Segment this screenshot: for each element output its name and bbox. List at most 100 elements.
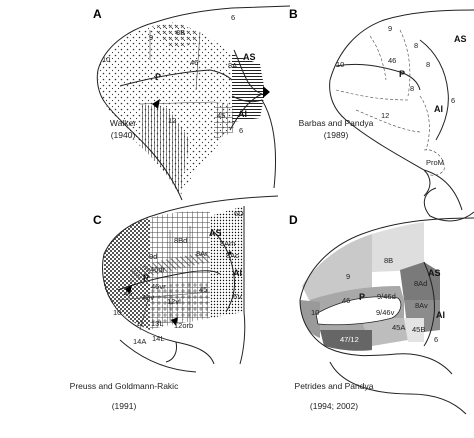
panel-d-arcuate-sulcus [423,261,435,347]
panel-b-area-prom: ProM [426,158,444,167]
panel-a-area-12: 12 [168,116,176,125]
panel-a-label-ai: AI [238,109,247,119]
panel-b-brain-outline [329,9,474,211]
panel-d-area-4712: 47/12 [340,335,359,344]
panel-c-area-46: 46 [124,289,132,298]
panel-c-area-8am: 8Am [220,239,235,248]
panel-b-label-p: P [399,69,405,79]
panel-b-boundary-3 [419,95,430,151]
panel-a-label-p: P [155,72,161,82]
panel-d-caption-line2: (1994; 2002) [310,401,358,411]
panel-d-area-9: 9 [346,272,350,281]
panel-c-area-46vr: 46vr [151,282,166,291]
panel-c-boundary [117,226,211,331]
panel-c-label-ai: AI [233,268,242,278]
panel-b-area-8-a: 8 [414,41,418,50]
panel-c-lower-outline [119,339,197,373]
panel-a: A 8B 9 10 46 8A 45 12 6 6 AS P AI Walker [93,5,291,201]
panel-a-brain-outline [96,5,291,201]
panel-d-brain-outline [299,217,474,375]
panel-a-boundary [139,30,215,105]
panel-b-area-6: 6 [451,96,455,105]
panel-b-label-ai: AI [434,104,443,114]
panel-c-caption-line1: Preuss and Goldmann-Rakic [70,381,179,391]
panel-d-area-45b: 45B [412,325,425,334]
panel-b-caption-line2: (1989) [324,130,349,140]
panel-b-area-12: 12 [381,111,389,120]
panel-b: B 9 10 46 8 8 8 6 12 ProM AS P AI Barbas… [289,7,474,222]
panel-b-area-46: 46 [388,56,396,65]
panel-d-label-as: AS [428,268,441,278]
panel-a-caption-line1: Walker [110,118,136,128]
panel-c-label-as: AS [209,228,222,238]
panel-d: D 8B 9 8Ad 46 9/46d 9/46v 8Av 10 45A 45B… [289,213,474,415]
panel-d-area-8av: 8Av [415,301,428,310]
panel-c-marker-2 [171,317,178,326]
panel-c-area-10: 10 [113,308,121,317]
panel-b-prom-region [423,149,445,176]
panel-a-caption-line2: (1940) [111,130,136,140]
panel-c-area-8ar: 8Ar [196,249,208,258]
panel-a-area-8b-fill [152,22,200,48]
panel-b-area-8-c: 8 [410,84,414,93]
panel-a-area-8a: 8A [228,61,237,70]
panel-c-area-14l: 14L [152,334,165,343]
panel-c-marker-1 [125,285,132,294]
panel-b-principal-sulcus [335,63,421,91]
panel-a-area-6-bottom: 6 [239,126,243,135]
panel-a-label-as: AS [243,52,256,62]
panel-a-area-46: 46 [190,58,198,67]
panel-d-label-ai: AI [436,310,445,320]
panel-b-area-9: 9 [388,24,392,33]
panel-d-area-946v: 9/46v [376,308,395,317]
panel-c-caption-line2: (1991) [112,401,137,411]
panel-a-area-45: 45 [217,111,225,120]
panel-b-boundary-5 [355,109,421,133]
panel-c-area-8bd: 8Bd [174,236,187,245]
panel-a-area-8b: 8B [176,28,185,37]
panel-c-area-14a: 14A [133,337,146,346]
panel-c-area-46v: 46v [142,293,154,302]
panel-c-brain-outline [102,195,279,365]
panel-c-area-46dr: 46dr [150,265,166,274]
panel-c-area-12vl: 12vl [167,297,181,306]
panel-b-area-10: 10 [336,60,344,69]
panel-b-boundary-4 [335,89,411,101]
panel-a-area-45-fill [214,102,234,140]
panel-d-area-946d: 9/46d [377,292,396,301]
panel-c-dotted-region [210,206,244,318]
panel-d-area-10: 10 [311,308,319,317]
panel-a-area-9: 9 [149,33,153,42]
panel-d-principal-pocket [315,296,402,326]
panel-c-area-11: 11 [136,319,144,328]
panel-c-area-6d: 6D [234,209,244,218]
panel-c-area-6v: 6V [233,292,242,301]
panel-a-principal-sulcus [119,69,233,87]
panel-b-area-8-b: 8 [426,60,430,69]
panel-c-area-12orb: 12orb [174,321,193,330]
panel-d-area-8ad-region [400,262,440,300]
panel-b-boundary-1 [369,35,387,81]
panel-b-label-as: AS [454,34,467,44]
panel-a-marker [152,99,160,109]
panel-d-area-8b-region [372,222,424,272]
panel-letter-d: D [289,213,298,227]
panel-d-label-p: P [359,292,365,302]
panel-d-caption-line1: Petrides and Pandya [295,381,374,391]
panel-b-caption-line1: Barbas and Pandya [299,118,374,128]
panel-a-area-8a-fill [232,54,265,122]
panel-d-area-45b-region [404,318,424,342]
panel-a-arcuate-sulcus [229,49,264,131]
panel-c-plus-region [150,282,208,326]
panel-c-label-p: P [143,273,149,283]
panel-letter-b: B [289,7,298,21]
panel-d-area-46: 46 [342,296,350,305]
panel-c-dot-marker [228,251,232,255]
panel-d-area-4712-region [320,330,372,351]
panel-b-arcuate-sulcus [419,39,449,141]
panel-b-lower-outline [423,187,474,222]
panel-a-area-6-top: 6 [231,13,235,22]
panel-a-area-12-fill [140,104,190,196]
panel-c-area-9d: 9d [149,252,157,261]
